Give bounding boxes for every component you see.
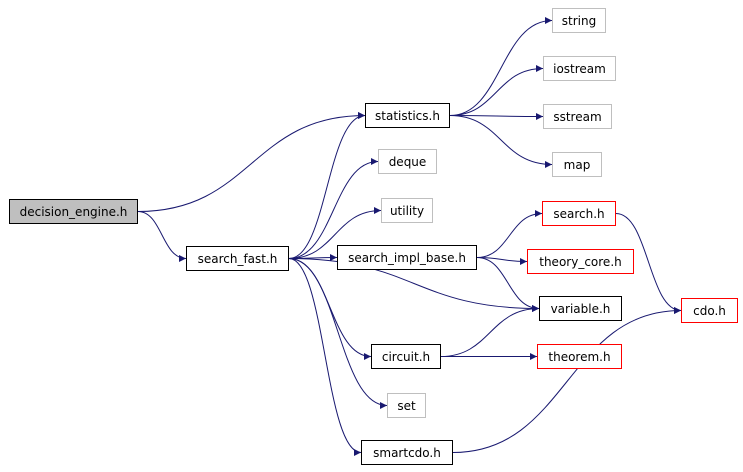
edge-smartcdo-to-cdo [452, 307, 682, 453]
node-sstream: sstream [543, 104, 612, 129]
edge-statistics-to-string [449, 17, 553, 116]
edge-search_impl_base-to-search [476, 210, 543, 258]
edge-search_fast-to-smartcdo [288, 258, 362, 456]
edge-search_impl_base-to-variable [476, 257, 540, 312]
node-cdo-h[interactable]: cdo.h [681, 298, 738, 323]
edge-search_impl_base-to-theory_core [476, 257, 528, 265]
node-theory-core-h[interactable]: theory_core.h [527, 249, 634, 274]
node-statistics-h[interactable]: statistics.h [365, 103, 450, 128]
edge-decision_engine-to-search_fast [137, 211, 187, 262]
node-utility: utility [381, 198, 433, 223]
edge-search-to-cdo [615, 213, 682, 314]
node-decision-engine-h: decision_engine.h [9, 199, 138, 224]
node-circuit-h[interactable]: circuit.h [371, 344, 441, 369]
edge-statistics-to-map [449, 115, 553, 168]
edge-circuit-to-variable [440, 305, 540, 357]
node-smartcdo-h[interactable]: smartcdo.h [361, 440, 453, 465]
node-set: set [387, 393, 426, 418]
edge-search_fast-to-variable [288, 258, 540, 312]
edge-statistics-to-sstream [449, 112, 544, 120]
node-variable-h[interactable]: variable.h [539, 296, 622, 321]
edge-decision_engine-to-statistics [137, 112, 366, 212]
node-iostream: iostream [543, 56, 616, 81]
edge-search_fast-to-utility [288, 207, 382, 259]
edge-search_fast-to-statistics [288, 112, 366, 259]
node-deque: deque [378, 149, 437, 174]
edge-statistics-to-iostream [449, 65, 544, 116]
edge-search_fast-to-deque [288, 158, 379, 259]
edge-search_fast-to-set [288, 258, 388, 409]
node-search-h[interactable]: search.h [542, 201, 616, 226]
node-string: string [552, 8, 606, 33]
edge-search_fast-to-circuit [288, 258, 372, 360]
node-search-impl-base-h[interactable]: search_impl_base.h [337, 245, 477, 270]
node-search-fast-h[interactable]: search_fast.h [186, 246, 289, 271]
node-map: map [552, 152, 602, 177]
node-theorem-h[interactable]: theorem.h [537, 344, 622, 369]
